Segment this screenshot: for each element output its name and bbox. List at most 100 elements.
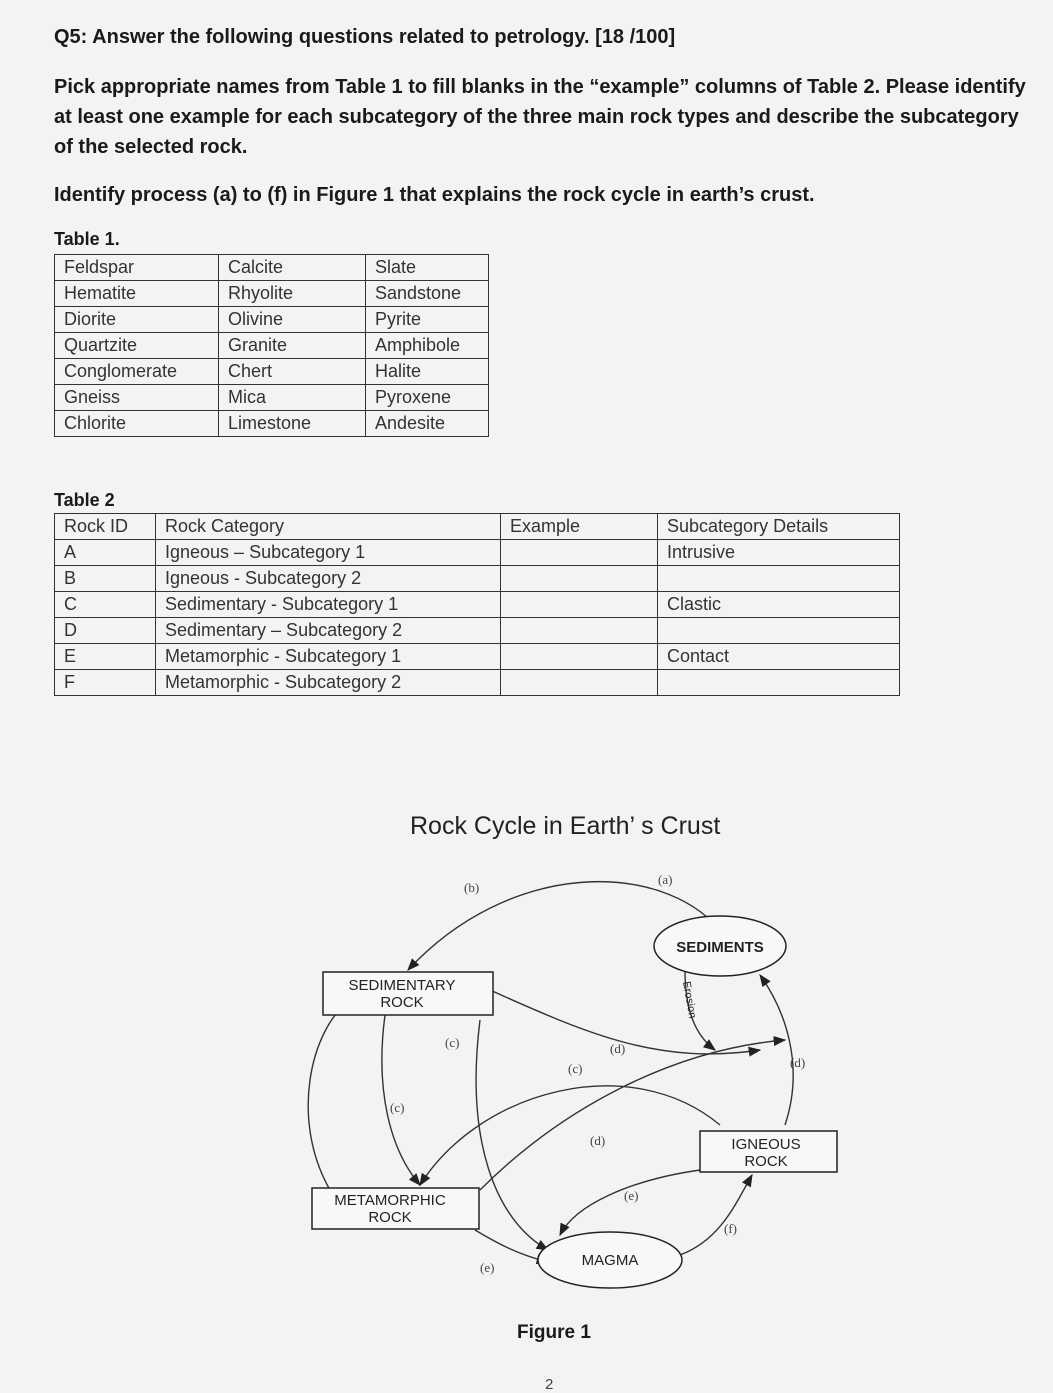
table-row: Quartzite Granite Amphibole <box>54 332 489 359</box>
table-cell: Chert <box>218 358 366 385</box>
subcategory-details-cell[interactable] <box>657 669 900 696</box>
process-label-e1: (e) <box>624 1188 638 1203</box>
table-row: C Sedimentary - Subcategory 1 Clastic <box>54 591 900 618</box>
erosion-label: Erosion <box>680 980 698 1019</box>
rock-cycle-diagram: SEDIMENTS SEDIMENTARY ROCK METAMORPHIC R… <box>307 872 838 1289</box>
table-cell: Rhyolite <box>218 280 366 307</box>
table-cell: Calcite <box>218 254 366 281</box>
page-number: 2 <box>545 1376 554 1393</box>
rock-category-cell: Sedimentary - Subcategory 1 <box>155 591 501 618</box>
process-label-e2: (e) <box>480 1260 494 1275</box>
table-row: Hematite Rhyolite Sandstone <box>54 280 489 307</box>
arrow-metamorphic-to-right <box>479 1035 787 1191</box>
arrow-igneous-to-metamorphic <box>419 1085 721 1187</box>
table-row: B Igneous - Subcategory 2 <box>54 565 900 592</box>
rock-id-cell: C <box>54 591 156 618</box>
subcategory-details-cell[interactable]: Intrusive <box>657 539 900 566</box>
table2-body: Rock ID Rock Category Example Subcategor… <box>54 513 900 696</box>
instruction-paragraph-1: Pick appropriate names from Table 1 to f… <box>54 76 1026 158</box>
subcategory-details-cell[interactable]: Contact <box>657 643 900 670</box>
arrow-erosion <box>684 969 717 1051</box>
node-label-magma: MAGMA <box>582 1252 639 1269</box>
node-sediments: SEDIMENTS <box>653 915 787 977</box>
process-label-c3: (c) <box>390 1100 404 1115</box>
table-cell: Feldspar <box>54 254 219 281</box>
arrow-a-b <box>407 880 721 971</box>
arrow-sedimentary-to-magma <box>475 1019 550 1251</box>
header-cell-rock-id: Rock ID <box>54 513 156 540</box>
node-label-metamorphic-2: ROCK <box>368 1209 411 1226</box>
node-metamorphic-rock: METAMORPHIC ROCK <box>311 1187 480 1230</box>
rock-category-cell: Sedimentary – Subcategory 2 <box>155 617 501 644</box>
process-label-d1: (d) <box>610 1041 625 1056</box>
arrow-magma-to-igneous <box>679 1173 753 1256</box>
table-cell: Mica <box>218 384 366 411</box>
figure-caption: Figure 1 <box>517 1322 591 1343</box>
header-cell-subcategory-details: Subcategory Details <box>657 513 900 540</box>
node-label-sediments: SEDIMENTS <box>676 939 764 956</box>
rock-category-cell: Igneous – Subcategory 1 <box>155 539 501 566</box>
table-row: F Metamorphic - Subcategory 2 <box>54 669 900 696</box>
rock-id-cell: E <box>54 643 156 670</box>
example-cell[interactable] <box>500 539 658 566</box>
table-cell: Amphibole <box>365 332 489 359</box>
table-row: A Igneous – Subcategory 1 Intrusive <box>54 539 900 566</box>
example-cell[interactable] <box>500 591 658 618</box>
header-cell-example: Example <box>500 513 658 540</box>
table-row: Chlorite Limestone Andesite <box>54 410 489 437</box>
rock-id-cell: F <box>54 669 156 696</box>
subcategory-details-cell[interactable]: Clastic <box>657 591 900 618</box>
example-cell[interactable] <box>500 669 658 696</box>
table-row: E Metamorphic - Subcategory 1 Contact <box>54 643 900 670</box>
arrow-metamorphic-to-magma <box>474 1229 550 1265</box>
subcategory-details-cell[interactable] <box>657 565 900 592</box>
process-label-d2: (d) <box>790 1055 805 1070</box>
node-label-sedimentary-2: ROCK <box>380 994 423 1011</box>
table-cell: Andesite <box>365 410 489 437</box>
process-label-b: (b) <box>464 880 479 895</box>
example-cell[interactable] <box>500 643 658 670</box>
rock-id-cell: A <box>54 539 156 566</box>
rock-id-cell: D <box>54 617 156 644</box>
arrow-igneous-to-sediments <box>759 973 794 1126</box>
header-cell-rock-category: Rock Category <box>155 513 501 540</box>
table-cell: Hematite <box>54 280 219 307</box>
table-cell: Limestone <box>218 410 366 437</box>
table-cell: Halite <box>365 358 489 385</box>
process-label-a: (a) <box>658 872 672 887</box>
table-cell: Gneiss <box>54 384 219 411</box>
rock-category-cell: Metamorphic - Subcategory 1 <box>155 643 501 670</box>
table-cell: Pyrite <box>365 306 489 333</box>
process-label-f: (f) <box>724 1221 737 1236</box>
process-label-d3: (d) <box>590 1133 605 1148</box>
table-row: Diorite Olivine Pyrite <box>54 306 489 333</box>
table-cell: Slate <box>365 254 489 281</box>
table2-caption: Table 2 <box>54 490 115 510</box>
table-row: Conglomerate Chert Halite <box>54 358 489 385</box>
arrow-sedimentary-to-metamorphic <box>381 1014 421 1186</box>
figure-title: Rock Cycle in Earth’ s Crust <box>410 812 721 840</box>
rock-id-cell: B <box>54 565 156 592</box>
table-cell: Pyroxene <box>365 384 489 411</box>
table1: Feldspar Calcite Slate Hematite Rhyolite… <box>54 254 489 437</box>
table1-body: Feldspar Calcite Slate Hematite Rhyolite… <box>54 254 489 437</box>
process-label-c1: (c) <box>445 1035 459 1050</box>
example-cell[interactable] <box>500 617 658 644</box>
table-cell: Conglomerate <box>54 358 219 385</box>
table-row: Gneiss Mica Pyroxene <box>54 384 489 411</box>
node-igneous-rock: IGNEOUS ROCK <box>699 1130 838 1173</box>
table1-caption: Table 1. <box>54 229 120 249</box>
instruction-paragraph-2: Identify process (a) to (f) in Figure 1 … <box>54 184 815 206</box>
arrow-sedimentary-to-right <box>489 989 762 1057</box>
table-row: D Sedimentary – Subcategory 2 <box>54 617 900 644</box>
question-title: Q5: Answer the following questions relat… <box>54 26 676 48</box>
node-label-igneous-1: IGNEOUS <box>731 1136 800 1153</box>
node-label-sedimentary-1: SEDIMENTARY <box>349 977 456 994</box>
table-cell: Diorite <box>54 306 219 333</box>
node-label-metamorphic-1: METAMORPHIC <box>334 1192 446 1209</box>
subcategory-details-cell[interactable] <box>657 617 900 644</box>
table-cell: Granite <box>218 332 366 359</box>
table2: Rock ID Rock Category Example Subcategor… <box>54 513 900 696</box>
example-cell[interactable] <box>500 565 658 592</box>
table-header-row: Rock ID Rock Category Example Subcategor… <box>54 513 900 540</box>
